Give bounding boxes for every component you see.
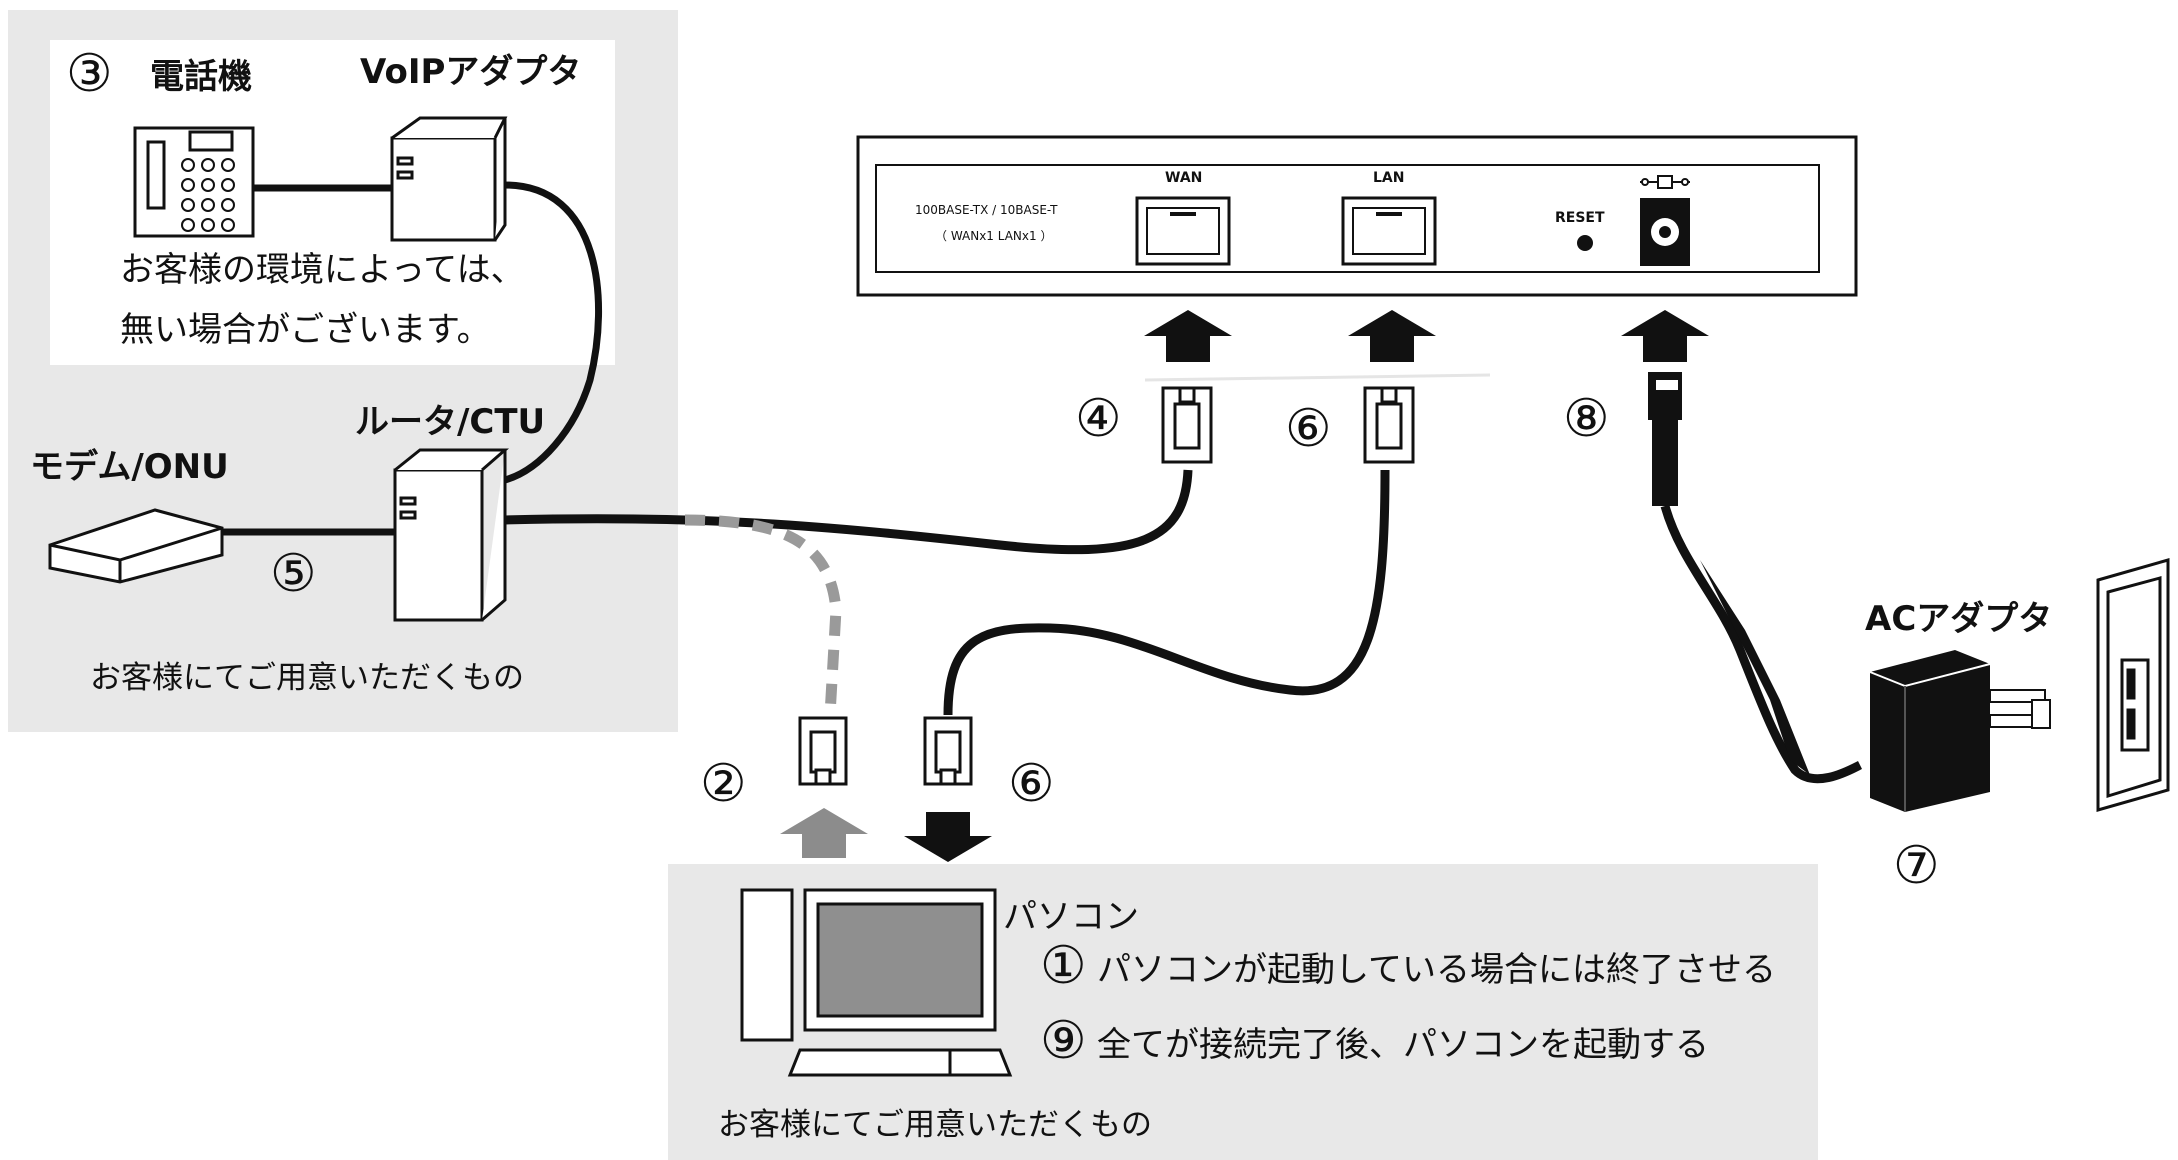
connect-pc-arrow-icon bbox=[904, 812, 992, 862]
lan-insert-arrow-icon bbox=[1348, 310, 1436, 362]
pc-cable-plug-dashed-icon bbox=[798, 716, 848, 786]
port-spec-line1: 100BASE-TX / 10BASE-T bbox=[915, 203, 1058, 217]
step-ac-adapter-number: ⑦ bbox=[1893, 836, 1940, 896]
router-device bbox=[856, 135, 1858, 297]
step1-number: ① bbox=[1040, 936, 1087, 996]
step-pc-cable-up-number: ② bbox=[700, 754, 747, 814]
step9-text: 全てが接続完了後、パソコンを起動する bbox=[1097, 1025, 1709, 1065]
reset-button-icon bbox=[1577, 235, 1593, 251]
port-spec-line2: （ WANx1 LANx1 ） bbox=[935, 229, 1053, 243]
lan-port-icon bbox=[1341, 196, 1437, 266]
step-pc-cable-down-number: ⑥ bbox=[1008, 754, 1055, 814]
wan-port-icon bbox=[1135, 196, 1231, 266]
router-wan-cable bbox=[504, 469, 1193, 555]
optional-note-line2: 無い場合がございます。 bbox=[120, 310, 491, 350]
telephone-icon bbox=[133, 126, 255, 238]
pc-cable-plug-lan-icon bbox=[923, 716, 973, 786]
step-power-cable-number: ⑧ bbox=[1563, 389, 1610, 449]
wan-cable-plug-icon bbox=[1161, 386, 1213, 464]
pc-label: パソコン bbox=[1003, 897, 1139, 937]
dc-power-jack-icon bbox=[1640, 175, 1690, 266]
lan-port-label: LAN bbox=[1373, 170, 1405, 186]
wan-port-label: WAN bbox=[1165, 170, 1203, 186]
power-insert-arrow-icon bbox=[1621, 310, 1709, 362]
router-icon bbox=[393, 448, 510, 622]
power-cord-coil bbox=[1700, 560, 1810, 775]
step-wan-cable-number: ④ bbox=[1075, 389, 1122, 449]
lan-cable-plug-top-icon bbox=[1363, 386, 1415, 464]
step-phone-number: ③ bbox=[66, 44, 113, 104]
step1-text: パソコンが起動している場合には終了させる bbox=[1097, 950, 1776, 990]
wall-outlet-icon bbox=[2096, 558, 2170, 812]
wan-insert-arrow-icon bbox=[1144, 310, 1232, 362]
router-pc-dashed-cable bbox=[684, 514, 842, 716]
router-ctu-label: ルータ/CTU bbox=[355, 402, 546, 442]
power-cable-plug-icon bbox=[1648, 372, 1682, 506]
step9-number: ⑨ bbox=[1040, 1011, 1087, 1071]
voip-router-cable bbox=[503, 181, 603, 484]
power-cord bbox=[1660, 504, 1863, 784]
voip-adapter-icon bbox=[390, 116, 508, 242]
voip-adapter-label: VoIPアダプタ bbox=[360, 52, 582, 92]
ac-adapter-icon bbox=[1869, 650, 2051, 812]
lan-pc-cable bbox=[943, 469, 1390, 716]
pc-provided-caption: お客様にてご用意いただくもの bbox=[718, 1107, 1152, 1143]
phone-label: 電話機 bbox=[150, 57, 252, 97]
step-modem-cable-number: ⑤ bbox=[270, 544, 317, 604]
modem-icon bbox=[48, 508, 224, 584]
reset-label: RESET bbox=[1555, 210, 1605, 226]
optional-note-line1: お客様の環境によっては、 bbox=[120, 250, 525, 290]
step-lan-cable-top-number: ⑥ bbox=[1285, 399, 1332, 459]
pc-icon bbox=[740, 888, 1013, 1077]
modem-onu-label: モデム/ONU bbox=[30, 447, 229, 487]
ac-adapter-label: ACアダプタ bbox=[1865, 599, 2053, 639]
left-provided-caption: お客様にてご用意いただくもの bbox=[90, 660, 524, 696]
remove-arrow-icon bbox=[780, 808, 868, 858]
